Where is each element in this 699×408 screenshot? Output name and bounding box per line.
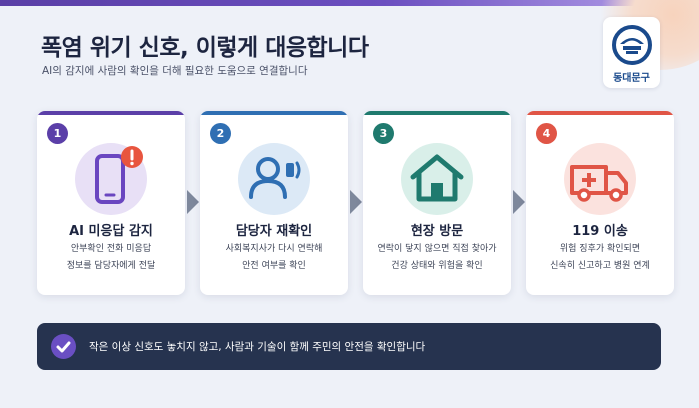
summary-banner: 작은 이상 신호도 놓치지 않고, 사람과 기술이 함께 주민의 안전을 확인합… xyxy=(37,323,661,370)
district-emblem-icon xyxy=(612,25,652,65)
step-title: 담당자 재확인 xyxy=(235,224,313,239)
step-description-line: 사회복지사가 다시 연락해 xyxy=(225,244,323,254)
step-card-4: 4 119 이송 위험 징후가 확인되면 신속히 신고하고 병원 연계 xyxy=(526,111,674,295)
arrow-right-icon xyxy=(513,190,525,214)
person-calling-icon xyxy=(238,143,310,215)
step-number-badge: 2 xyxy=(210,123,231,144)
ambulance-icon xyxy=(564,143,636,215)
page-title: 폭염 위기 신호, 이렇게 대응합니다 xyxy=(41,35,369,61)
step-title: 현장 방문 xyxy=(410,224,464,239)
check-icon xyxy=(51,334,76,359)
step-title: AI 미응답 감지 xyxy=(69,224,153,239)
card-accent-bar xyxy=(526,111,674,115)
step-description: 사회복지사가 다시 연락해 안전 여부를 확인 xyxy=(200,241,348,275)
district-name: 동대문구 xyxy=(613,73,650,84)
step-description-line: 위험 징후가 확인되면 xyxy=(559,244,641,254)
summary-text: 작은 이상 신호도 놓치지 않고, 사람과 기술이 함께 주민의 안전을 확인합… xyxy=(89,341,426,353)
arrow-right-icon xyxy=(350,190,362,214)
step-number-badge: 1 xyxy=(47,123,68,144)
step-description: 안부확인 전화 미응답 정보를 담당자에게 전달 xyxy=(37,241,185,275)
step-card-3: 3 현장 방문 연락이 닿지 않으면 직접 찾아가 건강 상태와 위험을 확인 xyxy=(363,111,511,295)
step-title: 119 이송 xyxy=(572,224,628,239)
step-description-line: 안부확인 전화 미응답 xyxy=(70,244,152,254)
step-number-badge: 3 xyxy=(373,123,394,144)
step-card-2: 2 담당자 재확인 사회복지사가 다시 연락해 안전 여부를 확인 xyxy=(200,111,348,295)
step-description-line: 연락이 닿지 않으면 직접 찾아가 xyxy=(377,244,497,254)
top-accent-bar xyxy=(0,0,699,6)
step-description: 위험 징후가 확인되면 신속히 신고하고 병원 연계 xyxy=(526,241,674,275)
card-accent-bar xyxy=(200,111,348,115)
district-logo: 동대문구 xyxy=(603,17,660,88)
step-description-line: 신속히 신고하고 병원 연계 xyxy=(550,261,650,271)
home-icon xyxy=(401,143,473,215)
step-card-1: 1 AI 미응답 감지 안부확인 전화 미응답 정보를 담당자에게 전달 xyxy=(37,111,185,295)
step-number-badge: 4 xyxy=(536,123,557,144)
step-description-line: 건강 상태와 위험을 확인 xyxy=(391,261,483,271)
phone-alert-icon xyxy=(75,143,147,215)
step-description-line: 안전 여부를 확인 xyxy=(242,261,306,271)
card-accent-bar xyxy=(37,111,185,115)
step-description-line: 정보를 담당자에게 전달 xyxy=(66,261,156,271)
arrow-right-icon xyxy=(187,190,199,214)
step-description: 연락이 닿지 않으면 직접 찾아가 건강 상태와 위험을 확인 xyxy=(363,241,511,275)
card-accent-bar xyxy=(363,111,511,115)
page-subtitle: AI의 감지에 사람의 확인을 더해 필요한 도움으로 연결합니다 xyxy=(42,65,308,77)
